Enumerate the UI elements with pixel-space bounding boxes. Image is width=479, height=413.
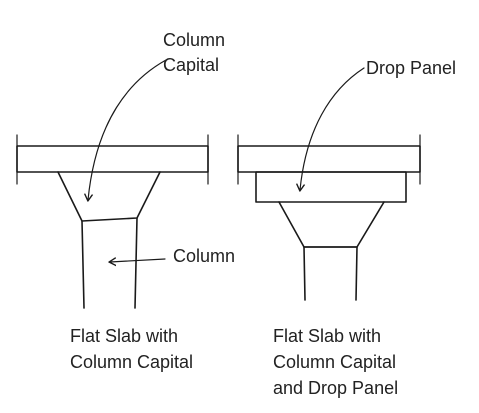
- label-column: Column: [173, 246, 235, 266]
- drop-panel-arrow: [300, 67, 365, 190]
- column-capital-arrow: [88, 59, 167, 200]
- left-slab: [16, 145, 209, 173]
- left-column-capital: [57, 171, 161, 222]
- right-detail: [237, 67, 421, 301]
- label-column-capital: Column Capital: [163, 30, 230, 75]
- right-drop-panel: [255, 171, 407, 203]
- column-arrow: [110, 259, 166, 262]
- label-column-capital-line2: Capital: [163, 55, 219, 75]
- caption-left: Flat Slab with Column Capital: [70, 326, 193, 372]
- right-column: [303, 246, 358, 301]
- caption-left-line1: Flat Slab with: [70, 326, 178, 346]
- left-detail: [16, 59, 209, 309]
- right-column-capital: [278, 201, 385, 248]
- label-drop-panel: Drop Panel: [366, 58, 456, 78]
- right-slab: [237, 145, 421, 173]
- label-column-capital-line1: Column: [163, 30, 225, 50]
- caption-right-line3: and Drop Panel: [273, 378, 398, 398]
- caption-right-line1: Flat Slab with: [273, 326, 381, 346]
- caption-right: Flat Slab with Column Capital and Drop P…: [273, 326, 401, 398]
- left-column: [81, 217, 138, 309]
- caption-left-line2: Column Capital: [70, 352, 193, 372]
- caption-right-line2: Column Capital: [273, 352, 396, 372]
